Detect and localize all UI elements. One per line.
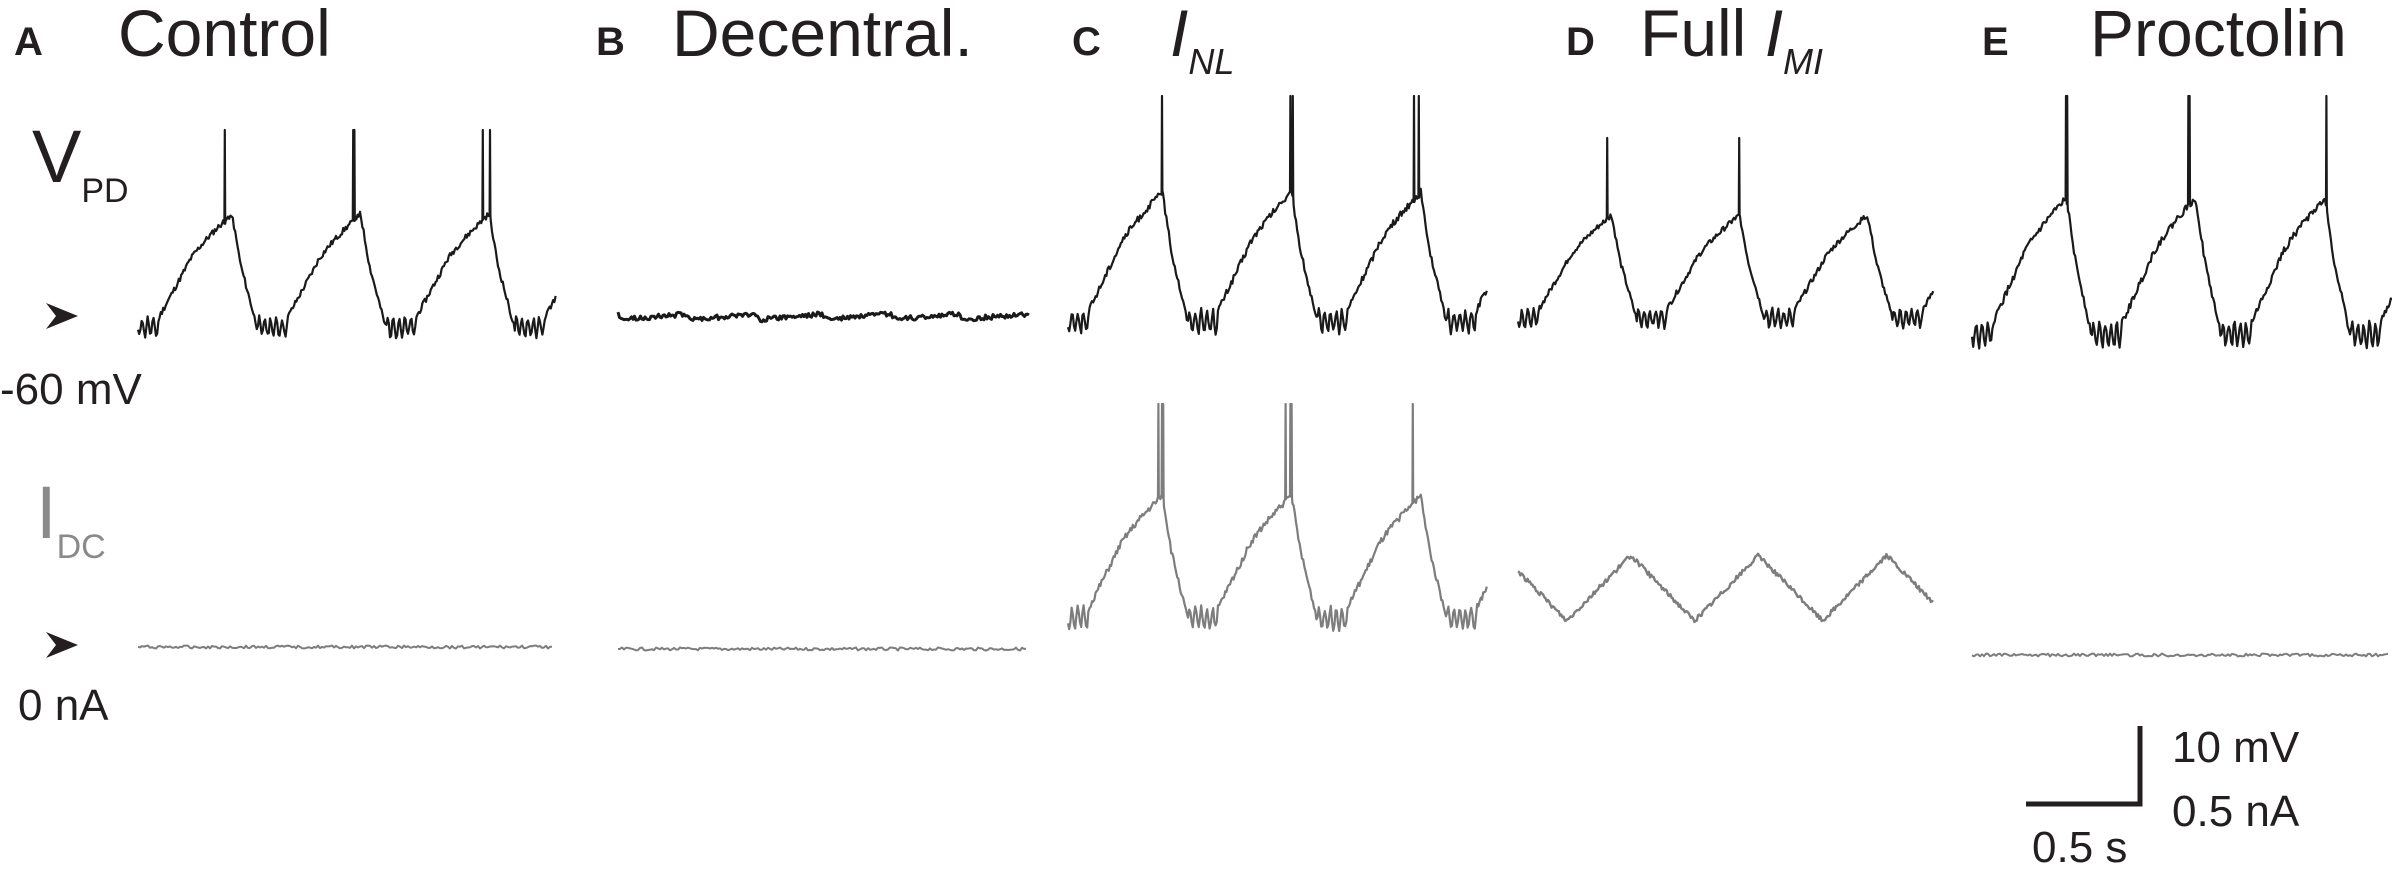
scalebar-voltage-label: 10 mV: [2172, 723, 2300, 772]
panel-c-voltage-trace: [1066, 94, 1488, 336]
panel-a-title: Control: [118, 0, 331, 70]
panel-e-current-trace: [1971, 652, 2389, 658]
panel-d-voltage-trace: [1516, 136, 1935, 330]
current-label: IDC: [36, 476, 106, 565]
panel-b-current-trace: [617, 646, 1027, 652]
panel-d-title: Full IMI: [1640, 0, 1823, 80]
voltage-reference-arrow-icon: [46, 303, 78, 329]
panel-d-letter: D: [1566, 20, 1595, 64]
current-reference-arrow-icon: [46, 632, 78, 658]
current-reference-label: 0 nA: [18, 681, 109, 730]
panel-a-voltage-trace: [136, 128, 557, 340]
panel-e-letter: E: [1982, 20, 2009, 64]
panel-b-voltage-trace: [616, 310, 1030, 324]
voltage-reference-label: -60 mV: [0, 365, 142, 414]
scalebar-current-label: 0.5 nA: [2172, 787, 2300, 836]
scalebar-time-label: 0.5 s: [2032, 823, 2128, 872]
panel-c-current-trace: [1066, 402, 1488, 633]
panel-b-title: Decentral.: [672, 0, 973, 70]
panel-c-letter: C: [1072, 20, 1101, 64]
panel-d-current-trace: [1517, 552, 1934, 624]
panel-e-title: Proctolin: [2090, 0, 2347, 70]
panel-d-title-sub: MI: [1783, 41, 1824, 82]
voltage-label-main: V: [32, 115, 82, 198]
panel-a-current-trace: [137, 644, 553, 650]
scalebar-lines: [2026, 726, 2143, 807]
panel-a-letter: A: [14, 20, 43, 64]
voltage-label-sub: PD: [81, 172, 129, 210]
panel-d-title-main: Full: [1640, 0, 1765, 70]
current-label-sub: DC: [56, 528, 106, 566]
panel-d-title-i: I: [1764, 0, 1784, 70]
panel-b-letter: B: [596, 20, 625, 64]
panel-c-title-main: I: [1170, 0, 1189, 70]
panel-c-title-sub: NL: [1188, 41, 1235, 82]
panel-e-voltage-trace: [1970, 94, 2392, 350]
current-label-main: I: [36, 471, 57, 554]
panel-c-title: INL: [1170, 0, 1234, 80]
voltage-label: VPD: [32, 120, 129, 209]
